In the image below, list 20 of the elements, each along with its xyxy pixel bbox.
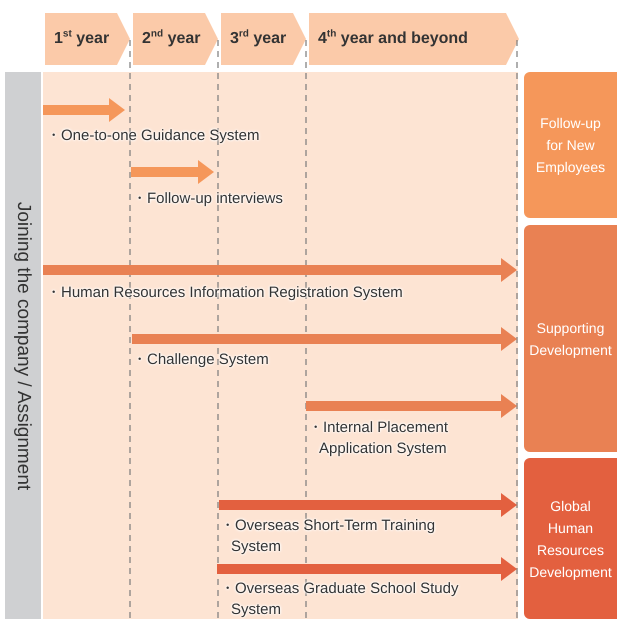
year-header-tab	[45, 13, 130, 65]
vertical-band	[5, 72, 41, 619]
program-label: ・Overseas Short-Term Training System	[220, 516, 436, 557]
program-label: ・Challenge System	[132, 350, 270, 370]
category-box: Supporting Development	[524, 225, 617, 452]
band-label: Joining the company / Assignment	[12, 201, 34, 490]
program-label: ・Overseas Graduate School Study System	[220, 579, 460, 619]
category-box: Global Human Resources Development	[524, 458, 617, 619]
year-label: 2$^{nd}$ year	[142, 30, 200, 48]
program-label: ・Follow-up interviews	[132, 189, 284, 209]
year-label: 4$^{th}$ year and beyond	[318, 30, 468, 48]
category-box: Follow-up for New Employees	[524, 72, 617, 218]
year-label: 3$^{rd}$ year	[230, 30, 286, 48]
year-header-tab	[309, 13, 519, 65]
year-header-tab	[221, 13, 306, 65]
program-label: ・One-to-one Guidance System	[46, 126, 260, 146]
year-header-tab	[133, 13, 218, 65]
program-label: ・Internal Placement Application System	[308, 418, 450, 459]
program-label: ・Human Resources Information Registration System	[46, 283, 404, 303]
year-label: 1$^{st}$ year	[54, 30, 110, 48]
